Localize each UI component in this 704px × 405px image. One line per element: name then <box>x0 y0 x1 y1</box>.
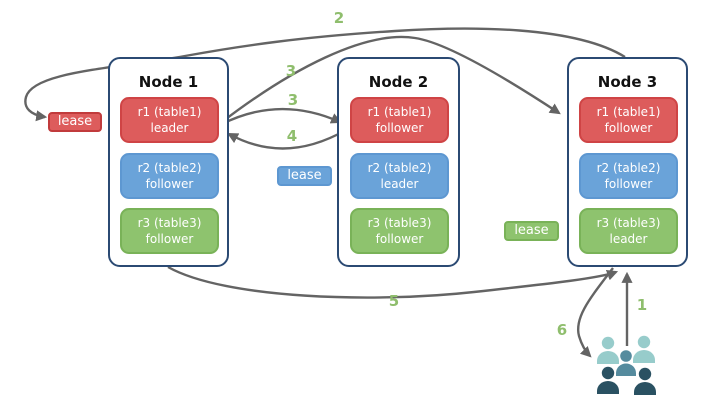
replica-role: follower <box>375 121 424 135</box>
replica-role: follower <box>375 232 424 246</box>
replica-role: follower <box>145 177 194 191</box>
replica-name: r2 (table2) <box>137 161 202 175</box>
users-group-icon <box>597 335 656 395</box>
node-1-title: Node 1 <box>138 73 199 91</box>
step-label-1: 1 <box>636 296 648 314</box>
replica-name: r1 (table1) <box>137 105 202 119</box>
step-label-6: 6 <box>556 321 568 339</box>
step-label-4: 4 <box>286 127 298 145</box>
node-1: Node 1 r1 (table1) leader r2 (table2) fo… <box>108 57 229 267</box>
lease-label-r1: lease <box>48 112 102 132</box>
node-1-replica-r1: r1 (table1) leader <box>120 97 219 143</box>
node-2-title: Node 2 <box>368 73 429 91</box>
node-3-replica-r2: r2 (table2) follower <box>579 153 678 199</box>
node-3-title: Node 3 <box>597 73 658 91</box>
replica-name: r1 (table1) <box>596 105 661 119</box>
node-1-replica-r3: r3 (table3) follower <box>120 208 219 254</box>
replica-role: leader <box>380 177 419 191</box>
step-label-3b: 3 <box>287 91 299 109</box>
node-1-replica-r2: r2 (table2) follower <box>120 153 219 199</box>
node-2-replica-r3: r3 (table3) follower <box>350 208 449 254</box>
node-3: Node 3 r1 (table1) follower r2 (table2) … <box>567 57 688 267</box>
step-label-5: 5 <box>388 292 400 310</box>
replica-role: leader <box>609 232 648 246</box>
replica-name: r2 (table2) <box>596 161 661 175</box>
node-3-replica-r1: r1 (table1) follower <box>579 97 678 143</box>
replica-role: leader <box>150 121 189 135</box>
replica-role: follower <box>604 177 653 191</box>
replica-name: r2 (table2) <box>367 161 432 175</box>
node-2-replica-r2: r2 (table2) leader <box>350 153 449 199</box>
lease-label-r3: lease <box>504 221 559 241</box>
lease-label-r2: lease <box>277 166 332 186</box>
replica-name: r3 (table3) <box>596 216 661 230</box>
node-2-replica-r1: r1 (table1) follower <box>350 97 449 143</box>
replica-name: r1 (table1) <box>367 105 432 119</box>
replica-role: follower <box>604 121 653 135</box>
replica-name: r3 (table3) <box>367 216 432 230</box>
node-3-replica-r3: r3 (table3) leader <box>579 208 678 254</box>
replica-role: follower <box>145 232 194 246</box>
node-2: Node 2 r1 (table1) follower r2 (table2) … <box>337 57 460 267</box>
arrow-step-3-replicate-to-node2 <box>221 107 343 126</box>
replica-name: r3 (table3) <box>137 216 202 230</box>
step-label-3a: 3 <box>285 62 297 80</box>
step-label-2: 2 <box>333 9 345 27</box>
